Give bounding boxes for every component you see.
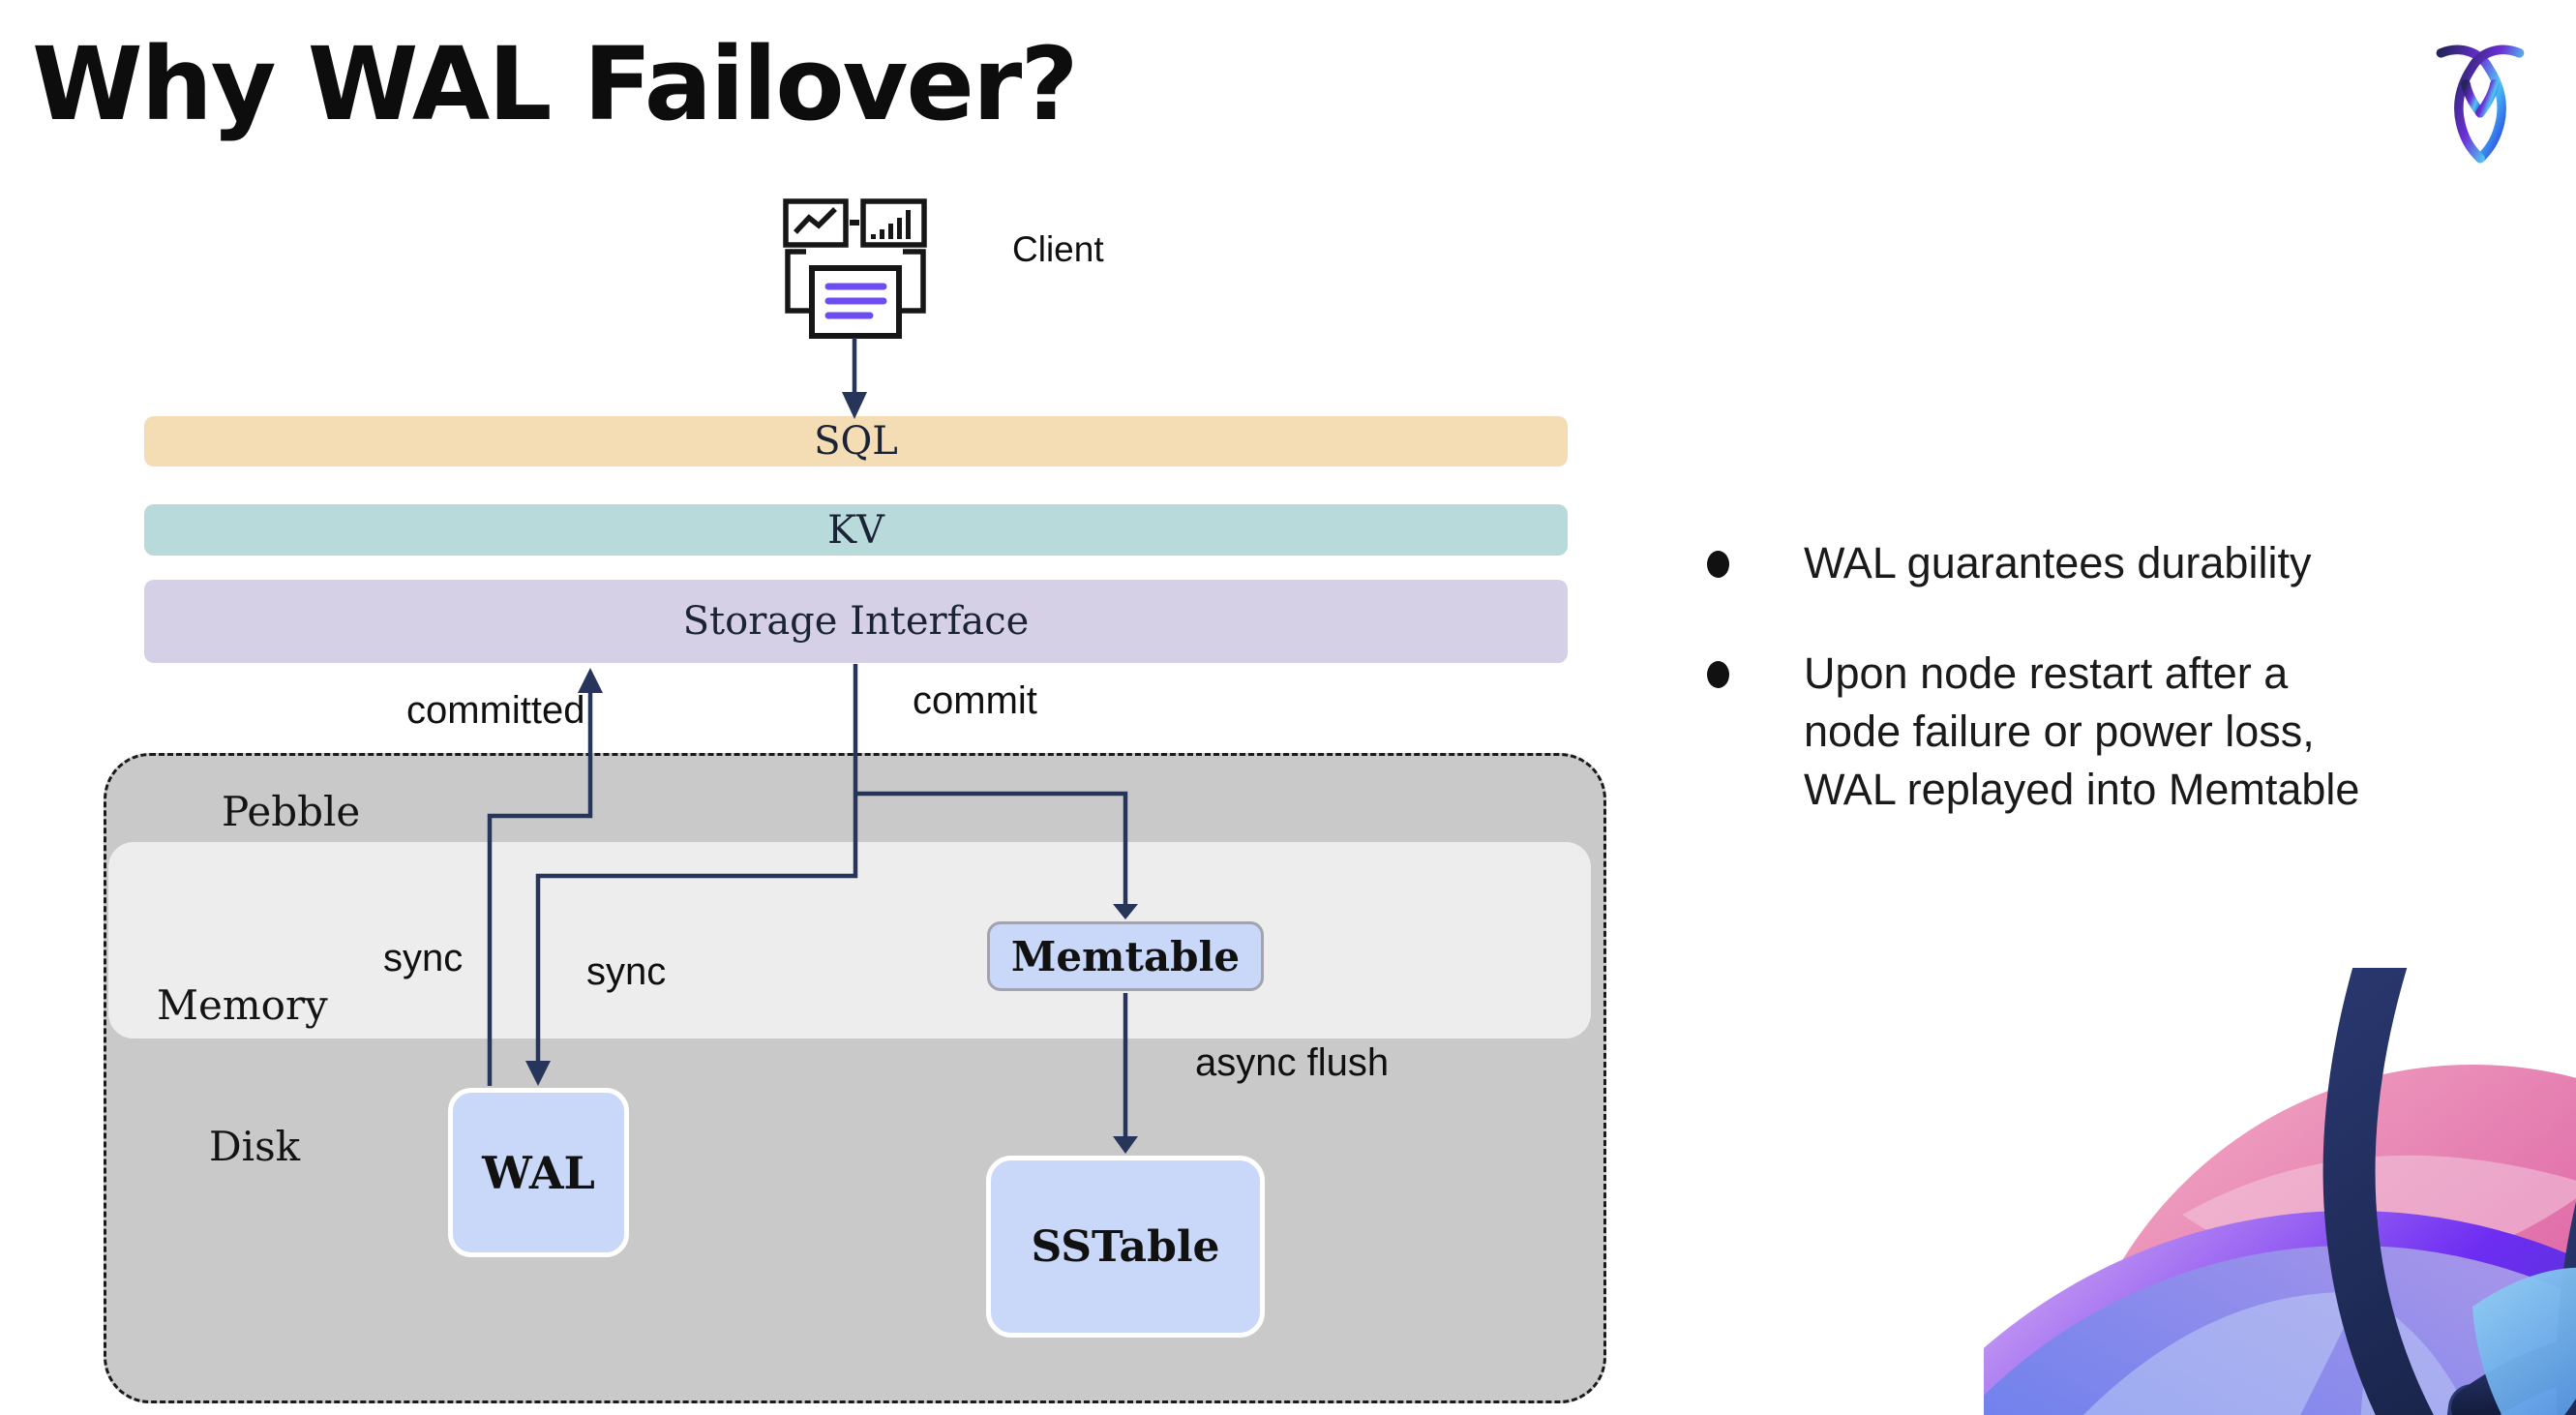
kv-layer-label: KV xyxy=(827,507,884,553)
client-label: Client xyxy=(1012,229,1104,269)
cockroachdb-logo-icon xyxy=(2436,45,2525,164)
memtable-box: Memtable xyxy=(987,921,1264,991)
memtable-arrowhead xyxy=(1113,904,1138,919)
bullet-list: WAL guarantees durability Upon node rest… xyxy=(1707,534,2520,819)
sync-wal-arrowhead xyxy=(525,1061,551,1086)
bullet-icon xyxy=(1707,551,1729,578)
committed-arrow-line xyxy=(487,691,593,1086)
commit-to-memtable-line xyxy=(855,791,1128,906)
leaf-shape xyxy=(2472,1267,2576,1415)
page-title: Why WAL Failover? xyxy=(32,25,1079,143)
sync-left-edge-label: sync xyxy=(383,937,464,979)
memory-label: Memory xyxy=(157,981,328,1029)
document-lines xyxy=(824,283,887,319)
client-arrowhead xyxy=(842,392,867,419)
wal-box-label: WAL xyxy=(482,1146,595,1199)
sstable-box: SSTable xyxy=(986,1156,1265,1338)
bullet-text: Upon node restart after a node failure o… xyxy=(1804,648,2360,814)
sql-layer-label: SQL xyxy=(814,419,898,464)
client-icon xyxy=(783,198,927,339)
sync-right-edge-label: sync xyxy=(586,950,667,993)
storage-interface-layer-label: Storage Interface xyxy=(682,599,1030,644)
bar-chart-icon xyxy=(860,198,927,248)
brand-art-graphic xyxy=(1984,968,2576,1415)
list-item: WAL guarantees durability xyxy=(1707,534,2520,592)
committed-edge-label: committed xyxy=(406,689,585,732)
memtable-box-label: Memtable xyxy=(1010,932,1241,980)
monitor-bracket-icon xyxy=(785,249,926,314)
bullet-text: WAL guarantees durability xyxy=(1804,538,2312,587)
sstable-arrowhead xyxy=(1113,1136,1138,1154)
sql-layer-bar: SQL xyxy=(144,416,1568,467)
document-icon xyxy=(809,265,902,339)
list-item: Upon node restart after a node failure o… xyxy=(1707,645,2520,819)
async-flush-edge-label: async flush xyxy=(1195,1041,1390,1084)
line-chart-icon xyxy=(783,198,849,248)
wal-box: WAL xyxy=(448,1088,629,1257)
pebble-label: Pebble xyxy=(222,788,361,835)
blue-petal-shape xyxy=(2082,1291,2361,1415)
storage-interface-layer-bar: Storage Interface xyxy=(144,580,1568,663)
sstable-box-label: SSTable xyxy=(1031,1221,1220,1272)
kv-layer-bar: KV xyxy=(144,504,1568,556)
bullet-icon xyxy=(1707,661,1729,688)
commit-to-wal-sync-line xyxy=(535,664,858,1063)
committed-arrowhead xyxy=(578,668,603,693)
commit-edge-label: commit xyxy=(913,679,1037,722)
disk-label: Disk xyxy=(209,1123,301,1170)
